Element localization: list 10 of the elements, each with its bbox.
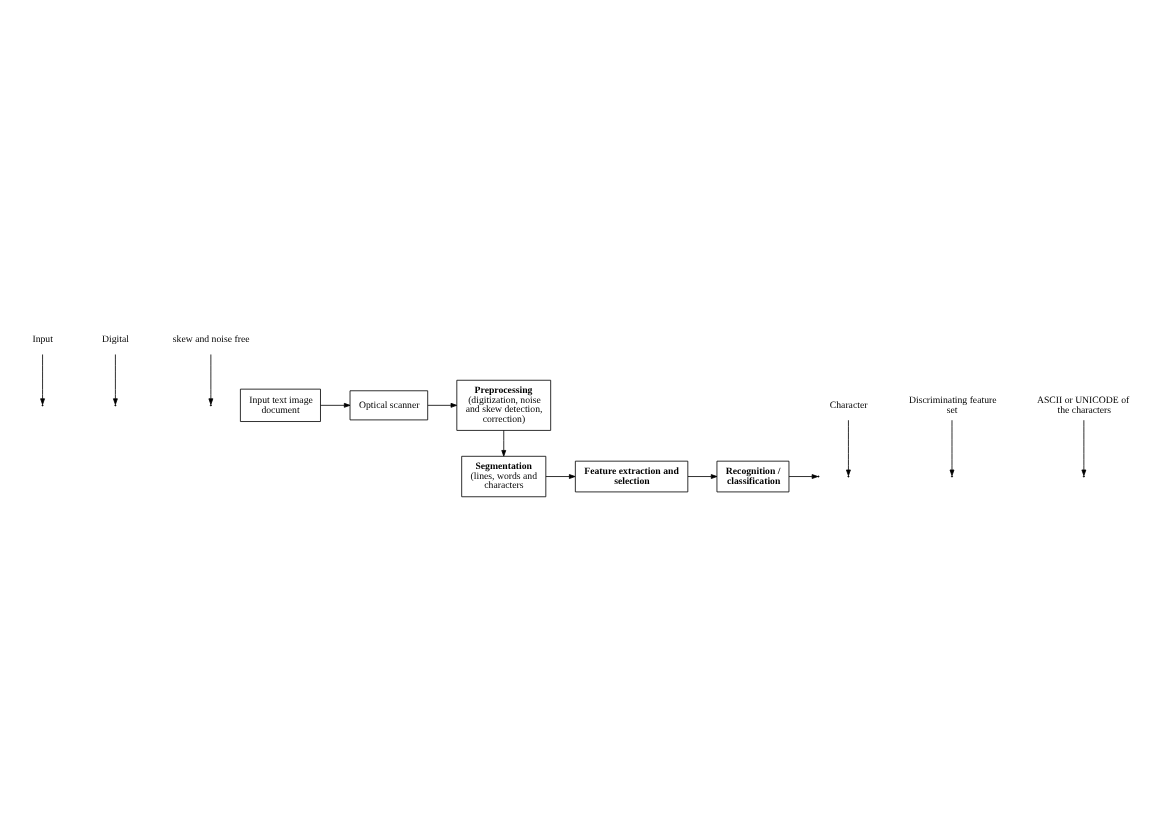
arrow <box>427 402 458 408</box>
arrow <box>501 430 507 457</box>
arrow <box>949 419 955 477</box>
arrow <box>320 402 351 408</box>
arrow <box>40 354 45 405</box>
arrow <box>846 419 851 477</box>
arrow <box>545 474 576 479</box>
arrow <box>687 474 718 479</box>
arrow <box>113 354 118 405</box>
arrow <box>1081 419 1087 477</box>
